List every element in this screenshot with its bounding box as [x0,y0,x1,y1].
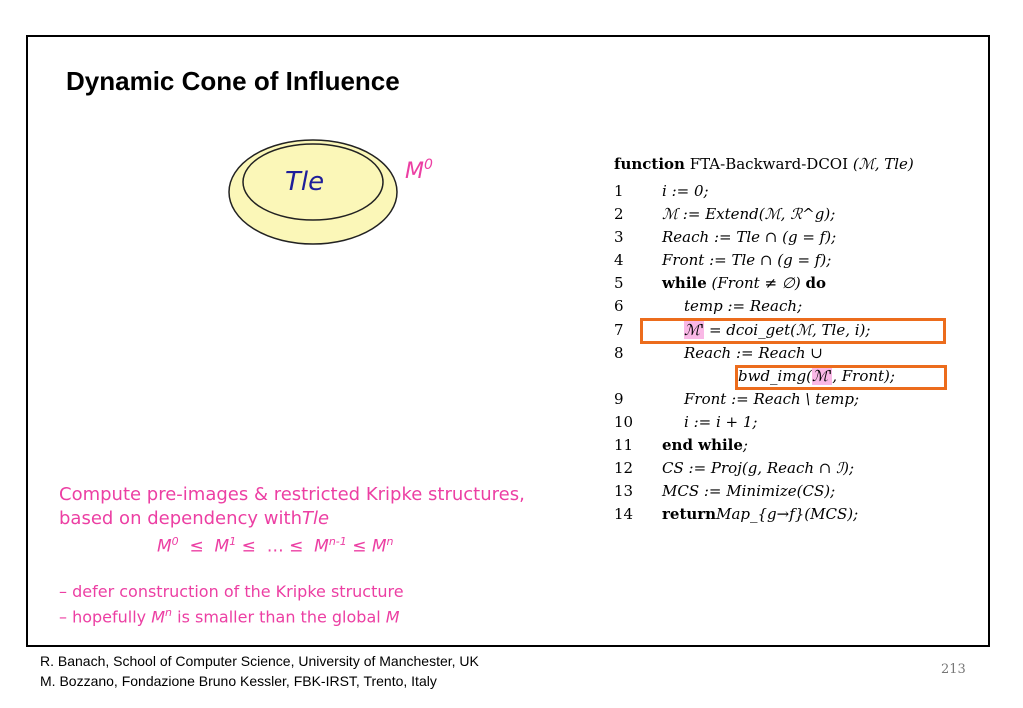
line-number: 1 [614,182,624,200]
line-number: 7 [614,321,624,339]
line-code: Front := Tle ∩ (g = f); [662,251,832,269]
highlight-box-bwd-img [735,365,947,390]
line-code: ℳ' = dcoi_get(ℳ, Tle, i); [684,321,871,339]
line-number: 8 [614,344,624,362]
line-number: 6 [614,297,624,315]
note-hopefully: – hopefully Mn is smaller than the globa… [59,606,400,627]
line-number: 5 [614,274,624,292]
line-number: 11 [614,436,634,454]
line-code: Front := Reach \ temp; [684,390,860,408]
line-number: 12 [614,459,634,477]
line-number: 4 [614,251,624,269]
m0-label: M0 [405,157,433,184]
line-code: temp := Reach; [684,297,803,315]
inner-ellipse-tle [242,143,384,221]
line-code: i := 0; [662,182,709,200]
line-number: 13 [614,482,634,500]
description-line-2: based on dependency withTle [59,508,330,529]
line-code: MCS := Minimize(CS); [662,482,836,500]
line-number: 14 [614,505,634,523]
keyword: while [662,274,707,292]
footer-line-1: R. Banach, School of Computer Science, U… [40,653,479,669]
line-code: returnMap_{g→f}(MCS); [662,505,859,523]
description-line-1: Compute pre-images & restricted Kripke s… [59,484,525,505]
line-code: ℳ := Extend(ℳ, ℛ^g); [662,205,836,223]
highlight-box-dcoi-get [640,318,946,344]
line-code: CS := Proj(g, Reach ∩ ℐ); [662,459,855,477]
note-defer: – defer construction of the Kripke struc… [59,582,404,601]
slide-frame [26,35,990,647]
line-code: Reach := Reach ∪ [684,344,823,362]
line-code: while (Front ≠ ∅) do [662,274,827,292]
line-number: 3 [614,228,624,246]
line-number: 2 [614,205,624,223]
line-code: bwd_img(ℳ', Front); [738,367,895,385]
footer-line-2: M. Bozzano, Fondazione Bruno Kessler, FB… [40,673,437,689]
cone-diagram: Tle M0 [228,139,433,245]
slide-title: Dynamic Cone of Influence [66,66,400,96]
model-chain: M0 ≤ M1 ≤ … ≤ Mn-1 ≤ Mn [157,535,394,557]
algorithm-header: function FTA-Backward-DCOI (ℳ, Tle) [614,155,914,173]
line-number: 10 [614,413,634,431]
tle-label: Tle [285,167,324,197]
highlighted-model: ℳ' [684,321,705,339]
keyword: do [805,274,827,292]
page-number: 213 [941,662,966,677]
keyword: return [662,505,717,523]
line-code: end while; [662,436,748,454]
line-number: 9 [614,390,624,408]
line-code: Reach := Tle ∩ (g = f); [662,228,837,246]
keyword: end while [662,436,743,454]
highlighted-model: ℳ' [812,367,833,385]
line-code: i := i + 1; [684,413,758,431]
